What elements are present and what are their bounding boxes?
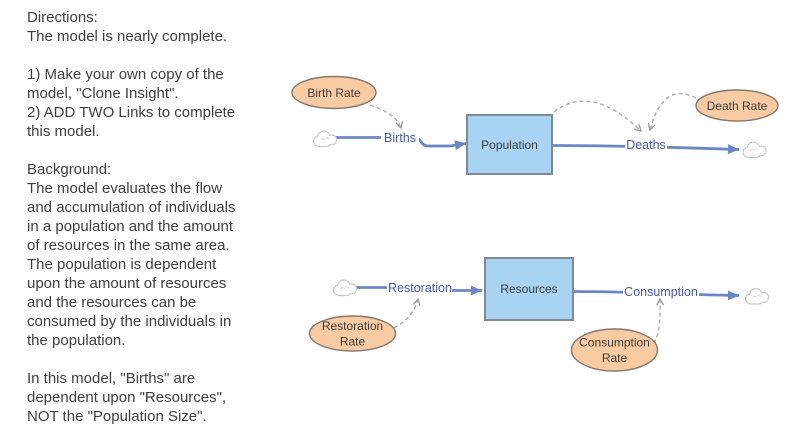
flow-restoration[interactable]: Restoration bbox=[356, 281, 482, 296]
cloud-icon-births-source[interactable] bbox=[312, 130, 338, 148]
stock-resources[interactable]: Resources bbox=[484, 257, 574, 321]
cloud-icon-restoration-source[interactable] bbox=[332, 279, 358, 297]
stock-resources-box bbox=[484, 257, 574, 321]
variable-restoration-rate[interactable]: Restoration Rate bbox=[308, 315, 397, 352]
variable-death-rate-oval bbox=[695, 89, 779, 122]
variable-restoration-rate-label-line1: Restoration bbox=[322, 319, 383, 333]
link-restoration-rate-to-restoration[interactable] bbox=[393, 297, 421, 329]
flow-deaths-label-bg bbox=[625, 138, 667, 152]
flow-restoration-label: Restoration bbox=[388, 281, 452, 295]
variable-restoration-rate-oval bbox=[308, 315, 397, 352]
flow-births[interactable]: Births bbox=[336, 131, 467, 151]
stock-population-label: Population bbox=[481, 138, 538, 152]
variable-death-rate[interactable]: Death Rate bbox=[695, 89, 779, 122]
flow-consumption[interactable]: Consumption bbox=[572, 285, 740, 301]
variable-consumption-rate-label-line1: Consumption bbox=[579, 336, 650, 350]
flow-deaths-label: Deaths bbox=[626, 138, 666, 152]
link-death-rate-to-deaths[interactable] bbox=[647, 93, 697, 132]
directions-text: Directions: The model is nearly complete… bbox=[27, 9, 236, 425]
flow-consumption-label-bg bbox=[623, 285, 699, 299]
cloud-icon-consumption-sink[interactable] bbox=[744, 287, 770, 305]
stock-resources-label: Resources bbox=[500, 282, 557, 296]
link-birth-rate-to-births[interactable] bbox=[369, 104, 404, 130]
stock-population-box bbox=[466, 114, 553, 175]
variable-consumption-rate-label-line2: Rate bbox=[602, 351, 628, 365]
variable-death-rate-label: Death Rate bbox=[707, 99, 768, 113]
variable-restoration-rate-label-line2: Rate bbox=[340, 335, 366, 349]
stock-population[interactable]: Population bbox=[466, 114, 553, 175]
cloud-icon-deaths-sink[interactable] bbox=[742, 141, 767, 159]
flow-births-label: Births bbox=[384, 131, 416, 145]
link-consumption-rate-to-consumption[interactable] bbox=[652, 297, 665, 344]
variable-birth-rate[interactable]: Birth Rate bbox=[291, 75, 377, 110]
flow-restoration-label-bg bbox=[387, 281, 452, 295]
flow-deaths[interactable]: Deaths bbox=[551, 138, 740, 155]
variable-consumption-rate[interactable]: Consumption Rate bbox=[570, 328, 659, 372]
flow-births-label-bg bbox=[381, 131, 419, 145]
flow-consumption-label: Consumption bbox=[624, 285, 698, 299]
link-population-to-deaths[interactable] bbox=[553, 100, 643, 132]
variable-consumption-rate-oval bbox=[570, 328, 659, 372]
variable-birth-rate-label: Birth Rate bbox=[307, 86, 361, 100]
variable-birth-rate-oval bbox=[291, 75, 377, 110]
